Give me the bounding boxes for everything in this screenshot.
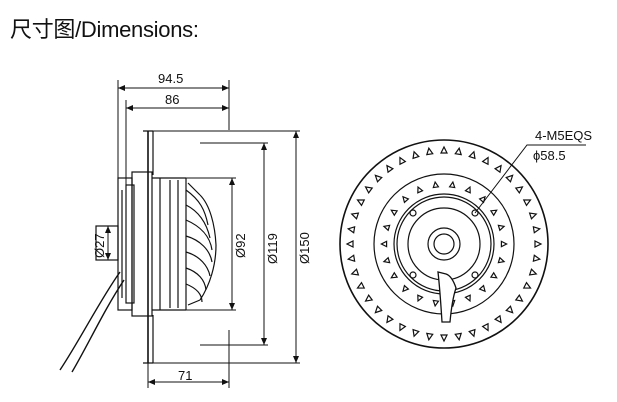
vent-slot [522,281,532,289]
vent-slot [356,199,366,207]
side-view [59,130,217,373]
vent-slot [382,256,391,264]
vent-slot [412,328,420,338]
dim-outer-dia: Ø150 [297,232,312,264]
vent-slot [454,146,463,156]
vent-slot [534,240,543,248]
vent-slot [489,271,498,279]
vent-slot [364,293,374,302]
vent-slot [505,174,514,183]
vent-slot [481,156,489,166]
vent-slot [386,314,395,324]
vent-slot [356,281,366,289]
mount-hole [471,209,479,217]
side-view-labels: 94.5 86 71 Ø27 Ø92 Ø119 Ø150 [92,71,312,383]
vent-slot [493,164,502,174]
page-title: 尺寸图/Dimensions: [10,17,199,42]
vent-slot [402,284,410,293]
vent-slot [374,174,383,183]
vent-slot [425,332,434,342]
vent-slot [454,332,463,342]
vent-slot [346,254,356,263]
vent-slot [399,156,407,166]
front-view-labels: 4-M5EQS ϕ58.5 [533,128,592,163]
vent-slot [478,284,486,293]
vent-slot [464,185,471,194]
vent-slot [390,271,399,279]
vent-slot [489,209,498,217]
mount-hole [409,271,417,279]
vent-slot [412,150,420,160]
cable-exit [437,271,457,323]
vent-slot [481,322,489,332]
vent-slot [478,195,486,204]
vent-slot [402,195,410,204]
side-view-dimensions [105,80,300,388]
vent-slot [528,212,538,220]
vent-slot [432,299,440,308]
vent-slot [464,294,471,303]
vent-slot [386,164,395,174]
pcd-label: ϕ58.5 [533,148,566,163]
vent-slot [528,268,538,276]
vent-slot [493,314,502,324]
dim-body-depth: 86 [165,92,179,107]
vent-slot [425,146,434,156]
vent-slot [497,224,506,232]
vent-slot [390,209,399,217]
vent-slot [417,185,424,194]
vent-slot [514,186,524,195]
mount-hole [471,271,479,279]
vent-slot [374,305,383,314]
vent-slot [505,305,514,314]
vent-slot [497,256,506,264]
vent-slot [399,322,407,332]
vent-slot [532,254,542,263]
dim-shaft-dia: Ø27 [92,233,107,258]
vent-slot [350,268,360,276]
vent-slot [468,328,476,338]
vent-slot [380,240,388,248]
vent-slot [448,180,456,189]
vent-slot [532,225,542,234]
vent-slot [364,186,374,195]
dim-mid-dia: Ø119 [265,233,280,264]
dim-base-depth: 71 [178,368,192,383]
vent-slot [346,225,356,234]
vent-slot [500,240,508,248]
front-view [339,139,586,349]
vent-slot [440,334,448,343]
vent-slot [468,150,476,160]
vent-slots [345,145,543,343]
hole-spec-label: 4-M5EQS [535,128,592,143]
vent-slot [522,199,532,207]
vent-slot [345,240,354,248]
vent-slot [514,293,524,302]
vent-slot [417,294,424,303]
vent-slot [432,180,440,189]
vent-slot [350,212,360,220]
mount-hole [409,209,417,217]
vent-slot [382,224,391,232]
dim-overall-depth: 94.5 [158,71,183,86]
dim-inner-dia: Ø92 [233,233,248,258]
vent-slot [440,145,448,154]
